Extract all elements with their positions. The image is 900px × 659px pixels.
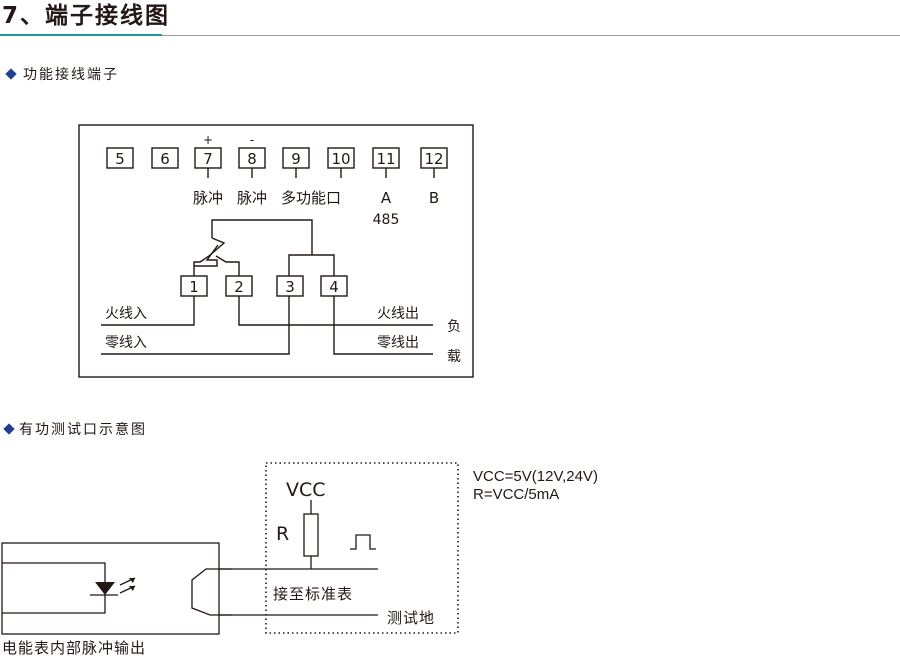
terminal-7: 7 + 脉冲 [193, 133, 223, 207]
terminal-11: 11A [372, 147, 400, 207]
note-resistor: R=VCC/5mA [473, 486, 560, 503]
neutral-out-label: 零线出 [377, 335, 419, 351]
terminal-number: 2 [234, 278, 244, 296]
section-heading-terminals: 功能接线端子 [4, 66, 119, 84]
terminal-box [106, 147, 134, 169]
live-in-wire [101, 296, 195, 326]
neutral-in-label: 零线入 [105, 335, 147, 351]
section-heading-text: 功能接线端子 [23, 67, 119, 83]
neutral-in-wire [101, 296, 290, 355]
terminal-box [276, 275, 304, 297]
optocoupler-receiver [191, 568, 232, 616]
title-rule [162, 35, 900, 36]
terminal-number: 5 [115, 150, 125, 168]
plus-polarity: + [203, 133, 213, 147]
section-heading-text: 有功测试口示意图 [19, 422, 147, 438]
terminal-label: A [381, 189, 392, 207]
arrow-head-2 [129, 586, 135, 591]
live-out-label: 火线出 [377, 306, 419, 322]
terminal-2: 2 [225, 275, 253, 297]
terminal-10: 10 [327, 147, 355, 178]
terminal-12: 12B [420, 147, 448, 207]
terminal-1: 1 [180, 275, 208, 297]
led-circuit [2, 562, 106, 614]
page-title: 7、端子接线图 [2, 3, 171, 29]
terminal-number: 11 [376, 150, 395, 168]
rs485-label: 485 [373, 212, 400, 228]
minus-polarity: - [250, 133, 254, 147]
terminal-number: 4 [329, 278, 339, 296]
terminal-box [151, 147, 179, 169]
neutral-out-wire [333, 296, 433, 355]
terminal-label: B [429, 189, 439, 207]
meter-internal-box [1, 542, 220, 635]
switch-blade [194, 244, 219, 267]
load-label-1: 负 [447, 319, 461, 335]
terminal-box [180, 275, 208, 297]
terminal-number: 1 [189, 278, 199, 296]
bottom-terminals: 1 2 3 4 [180, 275, 348, 297]
wire-to-terminal-2 [215, 255, 240, 276]
wire-neutral-bridge [288, 254, 335, 276]
terminal-box [320, 275, 348, 297]
terminal-number: 8 [247, 150, 257, 168]
test-ground-label: 测试地 [387, 609, 435, 627]
note-vcc: VCC=5V(12V,24V) [473, 468, 598, 485]
terminal-label: 脉冲 [237, 189, 267, 207]
terminal-label: 脉冲 [193, 189, 223, 207]
arrow-head-1 [129, 578, 135, 583]
terminal-box [225, 275, 253, 297]
title-rule-accent [0, 34, 162, 36]
meter-internal-caption: 电能表内部脉冲输出 [2, 639, 147, 657]
top-terminals: 5 6 7 + 脉冲 8 - 脉冲 9 多功能口 10 11A 12B [106, 133, 448, 207]
terminal-number: 9 [291, 150, 301, 168]
to-standard-meter-label: 接至标准表 [273, 585, 353, 603]
terminal-6: 6 [151, 147, 179, 169]
terminal-8: 8 - 脉冲 [237, 133, 267, 207]
terminal-number: 12 [424, 150, 443, 168]
vcc-notes: VCC=5V(12V,24V) R=VCC/5mA [473, 468, 598, 504]
internal-wiring [101, 219, 433, 355]
pulse-icon [350, 534, 376, 550]
standard-meter-dotted-box [265, 462, 459, 634]
vcc-label: VCC [286, 479, 326, 501]
section-heading-test-port: 有功测试口示意图 [2, 421, 147, 439]
switch-contact [193, 237, 226, 276]
terminal-3: 3 [276, 275, 304, 297]
live-out-wire [238, 296, 433, 326]
resistor-label: R [276, 523, 289, 545]
terminal-number: 3 [285, 278, 295, 296]
terminal-number: 10 [331, 150, 350, 168]
terminal-number: 7 [203, 150, 213, 168]
terminal-number: 6 [160, 150, 170, 168]
terminal-4: 4 [320, 275, 348, 297]
live-in-label: 火线入 [105, 306, 147, 322]
resistor [303, 513, 319, 557]
led-diode-icon [95, 582, 115, 595]
wire-top-bar [211, 219, 313, 255]
terminal-5: 5 [106, 147, 134, 169]
terminal-label: 多功能口 [281, 189, 341, 207]
terminal-block-frame [78, 124, 474, 378]
load-label-2: 载 [447, 349, 461, 365]
terminal-9: 9 多功能口 [281, 147, 341, 207]
